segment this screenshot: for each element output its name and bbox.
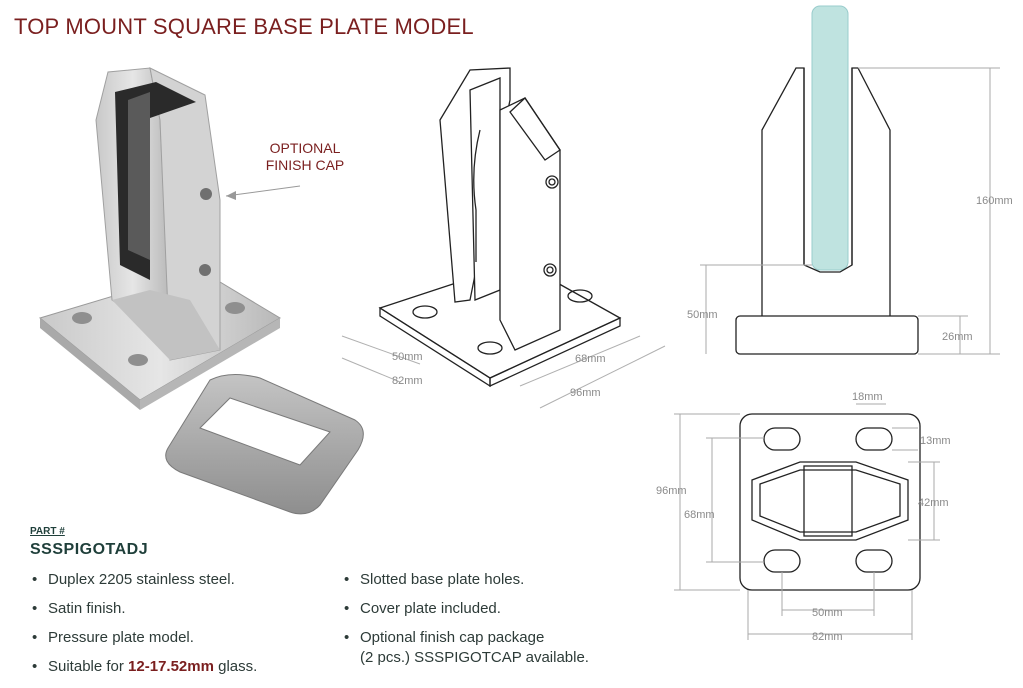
iso-dim-68: 68mm bbox=[575, 353, 606, 365]
plan-dim-50: 50mm bbox=[812, 607, 843, 619]
iso-dim-82: 82mm bbox=[392, 375, 423, 387]
feature-item: Duplex 2205 stainless steel. bbox=[32, 570, 257, 599]
plan-dim-68: 68mm bbox=[684, 509, 715, 521]
iso-dim-96: 96mm bbox=[570, 387, 601, 399]
feature-item: Suitable for 12-17.52mm glass. bbox=[32, 657, 257, 686]
optional-finish-cap-callout: OPTIONAL FINISH CAP bbox=[265, 140, 345, 173]
feature-list-right: Slotted base plate holes. Cover plate in… bbox=[344, 570, 589, 672]
feature-item: Pressure plate model. bbox=[32, 628, 257, 657]
feature-item: Satin finish. bbox=[32, 599, 257, 628]
feature-item: Optional finish cap package (2 pcs.) SSS… bbox=[344, 628, 589, 672]
glass-panel bbox=[811, 5, 849, 271]
part-number: SSSPIGOTADJ bbox=[30, 541, 149, 558]
plan-dim-42: 42mm bbox=[918, 497, 949, 509]
front-dim-160: 160mm bbox=[976, 195, 1013, 207]
iso-dim-50: 50mm bbox=[392, 351, 423, 363]
plan-dim-18: 18mm bbox=[852, 391, 883, 403]
plan-dim-96: 96mm bbox=[656, 485, 687, 497]
feature-item: Cover plate included. bbox=[344, 599, 589, 628]
front-dim-50: 50mm bbox=[687, 309, 718, 321]
page-title: TOP MOUNT SQUARE BASE PLATE MODEL bbox=[14, 14, 474, 39]
part-label: PART # bbox=[30, 526, 65, 537]
feature-list-left: Duplex 2205 stainless steel. Satin finis… bbox=[32, 570, 257, 686]
feature-item: Slotted base plate holes. bbox=[344, 570, 589, 599]
front-dim-26: 26mm bbox=[942, 331, 973, 343]
plan-dim-82: 82mm bbox=[812, 631, 843, 643]
plan-dim-13: 13mm bbox=[920, 435, 951, 447]
